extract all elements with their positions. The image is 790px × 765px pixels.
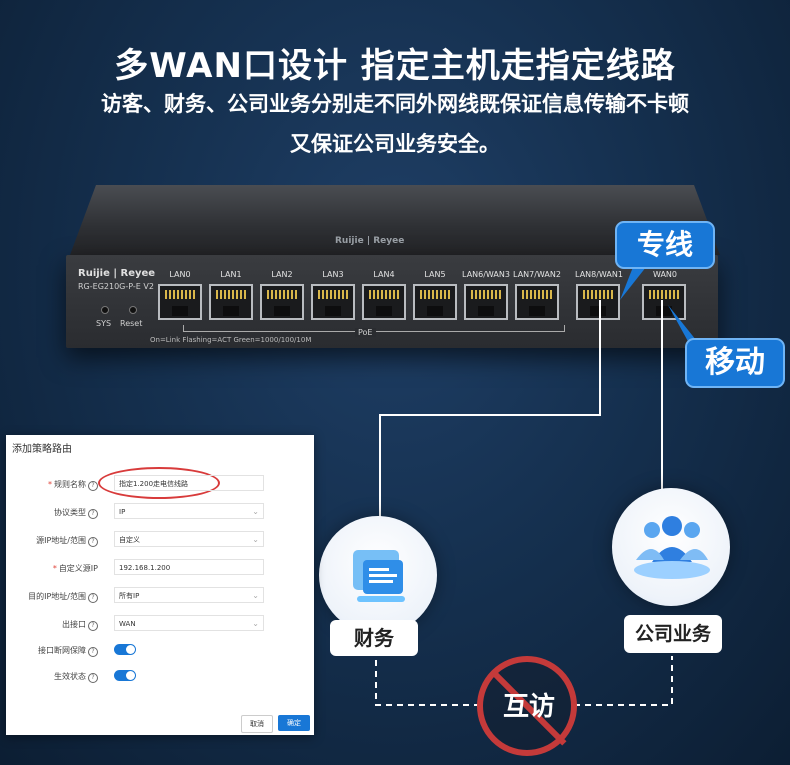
port-label-lan7: LAN7/WAN2 <box>513 270 561 279</box>
protocol-select[interactable]: IP⌄ <box>114 503 264 519</box>
sys-label: SYS <box>96 319 112 328</box>
headline-title: 多WAN口设计 指定主机走指定线路 <box>114 46 676 86</box>
port-label-lan5: LAN5 <box>424 270 446 279</box>
source-ip-select[interactable]: 自定义⌄ <box>114 531 264 547</box>
business-team-icon <box>612 488 730 606</box>
headline-line2: 又保证公司业务安全。 <box>290 132 500 156</box>
router-model: RG-EG210G-P-E V2 <box>78 282 154 291</box>
chevron-down-icon: ⌄ <box>252 591 259 600</box>
no-access-label: 互访 <box>502 692 555 722</box>
port-lan8 <box>576 284 620 320</box>
rule-name-label: *规则名称? <box>6 479 98 491</box>
finance-label: 财务 <box>330 620 418 656</box>
port-label-lan8: LAN8/WAN1 <box>575 270 623 279</box>
enabled-label: 生效状态? <box>6 671 98 683</box>
port-lan3 <box>311 284 355 320</box>
highlight-oval <box>98 467 220 499</box>
no-access-icon <box>477 656 577 756</box>
custom-source-ip-label: *自定义源IP <box>52 564 98 573</box>
port-label-lan3: LAN3 <box>322 270 344 279</box>
failover-toggle[interactable] <box>114 644 136 655</box>
help-icon: ? <box>88 593 98 603</box>
port-label-wan0: WAN0 <box>652 270 678 279</box>
port-label-lan2: LAN2 <box>271 270 293 279</box>
port-lan6 <box>464 284 508 320</box>
chevron-down-icon: ⌄ <box>252 619 259 628</box>
help-icon: ? <box>88 673 98 683</box>
ok-button[interactable]: 确定 <box>278 715 310 731</box>
help-icon: ? <box>88 647 98 657</box>
port-lan5 <box>413 284 457 320</box>
reset-button-hole[interactable] <box>129 306 137 314</box>
help-icon: ? <box>88 537 98 547</box>
router-brand: Ruijie | Reyee <box>78 268 156 279</box>
help-icon: ? <box>88 621 98 631</box>
port-label-lan0: LAN0 <box>169 270 191 279</box>
dash-right <box>574 656 673 706</box>
port-lan2 <box>260 284 304 320</box>
help-icon: ? <box>88 481 98 491</box>
reset-label: Reset <box>120 319 143 328</box>
cancel-button[interactable]: 取消 <box>241 715 273 733</box>
failover-label: 接口断网保障? <box>6 645 98 657</box>
port-lan7 <box>515 284 559 320</box>
out-interface-label: 出接口? <box>6 619 98 631</box>
custom-source-ip-input[interactable]: 192.168.1.200 <box>114 559 264 575</box>
led-legend: On=Link Flashing=ACT Green=1000/100/10M <box>150 336 312 344</box>
policy-route-dialog: 添加策略路由 *规则名称? 指定1.200走电信线路 协议类型? IP⌄ 源IP… <box>6 435 314 735</box>
help-icon: ? <box>88 509 98 519</box>
callout-mobile: 移动 <box>685 338 785 388</box>
rule-name-input[interactable]: 指定1.200走电信线路 <box>114 475 264 491</box>
finance-icon <box>319 516 437 634</box>
router-top <box>70 185 720 255</box>
out-interface-select[interactable]: WAN⌄ <box>114 615 264 631</box>
callout-dedicated-line: 专线 <box>615 221 715 269</box>
dialog-title: 添加策略路由 <box>12 444 72 455</box>
port-lan1 <box>209 284 253 320</box>
port-label-lan6: LAN6/WAN3 <box>462 270 510 279</box>
port-lan4 <box>362 284 406 320</box>
dest-ip-label: 目的IP地址/范围? <box>6 591 98 603</box>
dash-left <box>375 660 478 706</box>
sys-led <box>101 306 109 314</box>
port-lan0 <box>158 284 202 320</box>
poe-label: PoE <box>355 328 376 337</box>
port-label-lan4: LAN4 <box>373 270 395 279</box>
enabled-toggle[interactable] <box>114 670 136 681</box>
dest-ip-select[interactable]: 所有IP⌄ <box>114 587 264 603</box>
source-ip-label: 源IP地址/范围? <box>6 535 98 547</box>
chevron-down-icon: ⌄ <box>252 507 259 516</box>
headline-line1: 访客、财务、公司业务分别走不同外网线既保证信息传输不卡顿 <box>101 92 689 116</box>
business-label: 公司业务 <box>624 615 722 653</box>
port-label-lan1: LAN1 <box>220 270 242 279</box>
protocol-label: 协议类型? <box>6 507 98 519</box>
chevron-down-icon: ⌄ <box>252 535 259 544</box>
router-brand-top: Ruijie | Reyee <box>335 236 405 246</box>
port-wan0 <box>642 284 686 320</box>
